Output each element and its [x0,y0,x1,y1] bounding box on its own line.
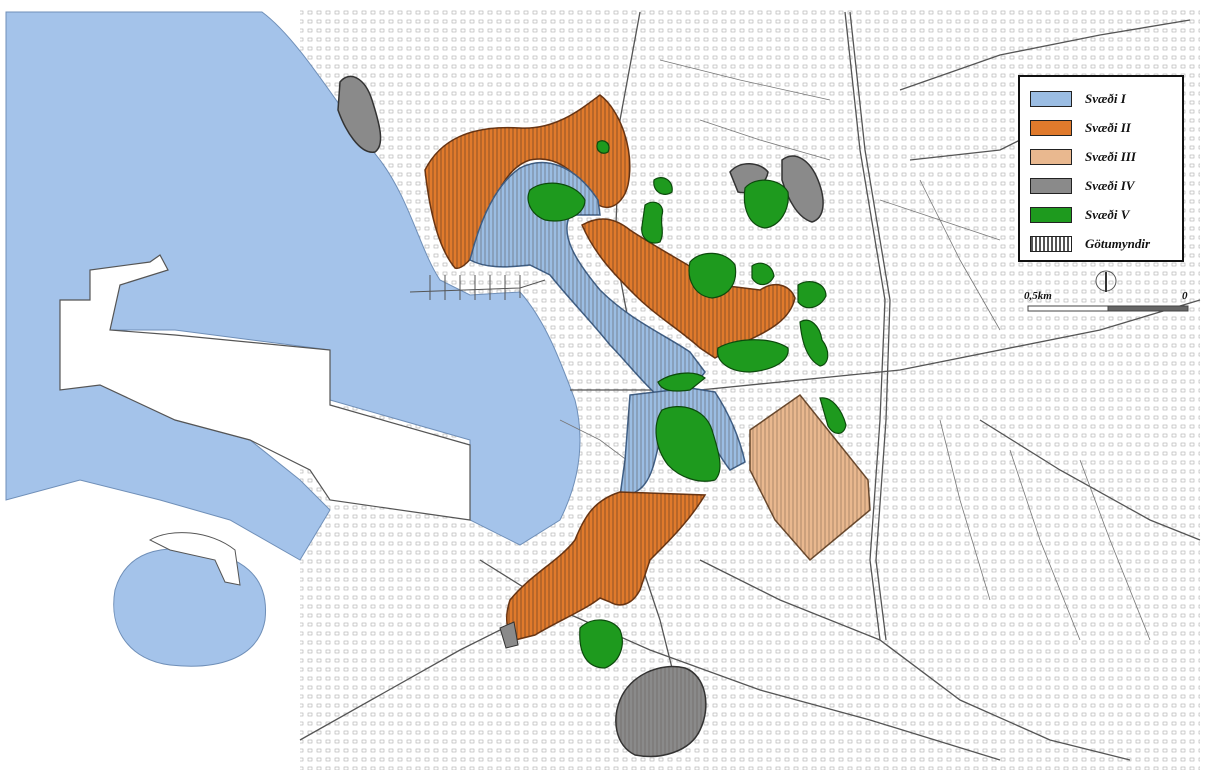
spit [148,532,241,586]
legend-item-streetscapes: Götumyndir [1030,229,1182,258]
zone-iv-east[interactable] [781,155,824,223]
legend-label-zone-i: Svæði I [1085,90,1126,106]
legend-swatch-zone-iii [1030,148,1072,165]
zone-iv-north-shore[interactable] [337,75,382,153]
scale-bar: 0,5km 0 [1022,270,1192,320]
zone-v-areas[interactable] [527,140,847,669]
legend-swatch-streetscapes [1030,235,1072,252]
scale-label-left: 0,5km [1024,290,1052,302]
legend-item-zone-iv: Svæði IV [1030,171,1182,200]
legend-item-zone-i: Svæði I [1030,84,1182,113]
legend-swatch-zone-v [1030,206,1072,223]
legend-swatch-zone-iv [1030,177,1072,194]
road-network-minor [559,59,1151,641]
legend-label-streetscapes: Götumyndir [1085,235,1151,251]
legend-label-zone-iii: Svæði III [1085,148,1136,164]
legend-label-zone-iv: Svæði IV [1085,177,1135,193]
legend-item-zone-iii: Svæði III [1030,142,1182,171]
legend-swatch-zone-i [1030,90,1072,107]
map-legend: Svæði I Svæði II Svæði III Svæði IV Svæð… [1018,75,1184,262]
marina-docks [409,275,546,300]
legend-label-zone-ii: Svæði II [1085,119,1131,135]
scale-label-right: 0 [1182,290,1188,302]
north-arrow-icon [1027,270,1189,312]
zone-iv-small-south[interactable] [499,621,519,649]
legend-item-zone-ii: Svæði II [1030,113,1182,142]
legend-item-zone-v: Svæði V [1030,200,1182,229]
harbour-pier [59,254,471,521]
lagoon-water [113,548,267,667]
legend-swatch-zone-ii [1030,119,1072,136]
legend-label-zone-v: Svæði V [1085,206,1130,222]
